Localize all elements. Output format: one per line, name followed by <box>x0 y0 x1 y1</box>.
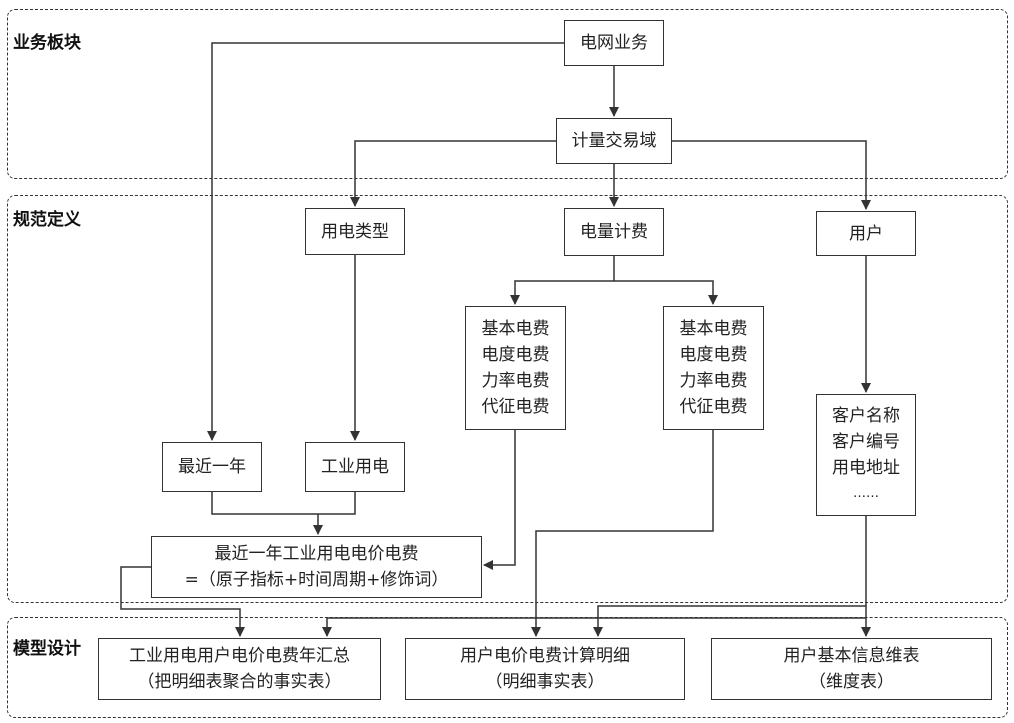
user-attribute: 用电地址 <box>832 458 900 478</box>
metering-trade-domain-node: 计量交易域 <box>556 118 672 164</box>
energy-billing-label: 电量计费 <box>580 222 648 242</box>
dimension-table-name: 用户基本信息维表 <box>783 646 920 666</box>
user-attribute: 客户编号 <box>832 432 900 452</box>
summary-fact-table-node: 工业用电用户电价电费年汇总 （把明细表聚合的事实表） <box>98 638 381 700</box>
energy-billing-node: 电量计费 <box>564 208 664 256</box>
indicator-definition-node: 最近一年工业用电电价电费 =（原子指标+时间周期+修饰词） <box>151 536 482 598</box>
electricity-type-label: 用电类型 <box>321 221 389 242</box>
indicator-name: 最近一年工业用电电价电费 <box>214 544 419 564</box>
arrow-grid-to-recent-year <box>207 42 564 441</box>
fee-item: 基本电费 <box>481 319 550 339</box>
electricity-type-node: 用电类型 <box>305 208 405 255</box>
arrow-billing-to-fees <box>510 256 615 305</box>
fee-item: 代征电费 <box>481 397 550 417</box>
summary-table-type: （把明细表聚合的事实表） <box>137 672 342 692</box>
grid-business-node: 电网业务 <box>564 20 664 66</box>
grid-business-label: 电网业务 <box>580 33 648 53</box>
arrow-fees-to-tables <box>531 430 714 637</box>
business-section <box>7 9 1008 179</box>
user-attribute: 客户名称 <box>832 406 900 426</box>
arrow-domain-to-user <box>672 140 871 210</box>
fee-item: 基本电费 <box>679 319 748 339</box>
user-node: 用户 <box>816 211 916 256</box>
fee-item: 力率电费 <box>481 371 550 391</box>
user-attribute: …… <box>853 486 879 501</box>
fee-item: 力率电费 <box>679 371 748 391</box>
detail-fact-table-node: 用户电价电费计算明细 （明细事实表） <box>405 638 685 700</box>
fee-list-right-node: 基本电费 电度电费 力率电费 代征电费 <box>663 306 764 430</box>
standard-section-label: 规范定义 <box>13 210 81 230</box>
summary-table-name: 工业用电用户电价电费年汇总 <box>129 646 350 666</box>
industrial-electricity-node: 工业用电 <box>305 442 405 492</box>
standard-section <box>7 195 1008 603</box>
arrow-fees-to-indicator <box>483 430 516 570</box>
arrow-merge-to-indicator <box>211 492 356 515</box>
detail-table-type: （明细事实表） <box>485 672 605 692</box>
dimension-table-node: 用户基本信息维表 （维度表） <box>711 638 992 700</box>
user-label: 用户 <box>849 223 883 244</box>
indicator-formula: =（原子指标+时间周期+修饰词） <box>184 570 449 590</box>
fee-item: 代征电费 <box>679 397 748 417</box>
industrial-electricity-label: 工业用电 <box>321 457 389 477</box>
arrow-domain-to-type <box>350 140 556 207</box>
fee-item: 电度电费 <box>481 345 550 365</box>
recent-year-label: 最近一年 <box>178 457 246 477</box>
fee-list-left-node: 基本电费 电度电费 力率电费 代征电费 <box>465 306 566 430</box>
fee-item: 电度电费 <box>679 345 748 365</box>
model-section-label: 模型设计 <box>13 639 81 659</box>
recent-year-node: 最近一年 <box>162 442 262 492</box>
dimension-table-type: （维度表） <box>809 672 894 692</box>
user-attributes-node: 客户名称 客户编号 用电地址 …… <box>816 394 916 516</box>
metering-trade-domain-label: 计量交易域 <box>571 131 657 151</box>
detail-table-name: 用户电价电费计算明细 <box>460 646 630 666</box>
arrow-indicator-to-summary <box>120 566 245 637</box>
business-section-label: 业务板块 <box>13 33 81 53</box>
